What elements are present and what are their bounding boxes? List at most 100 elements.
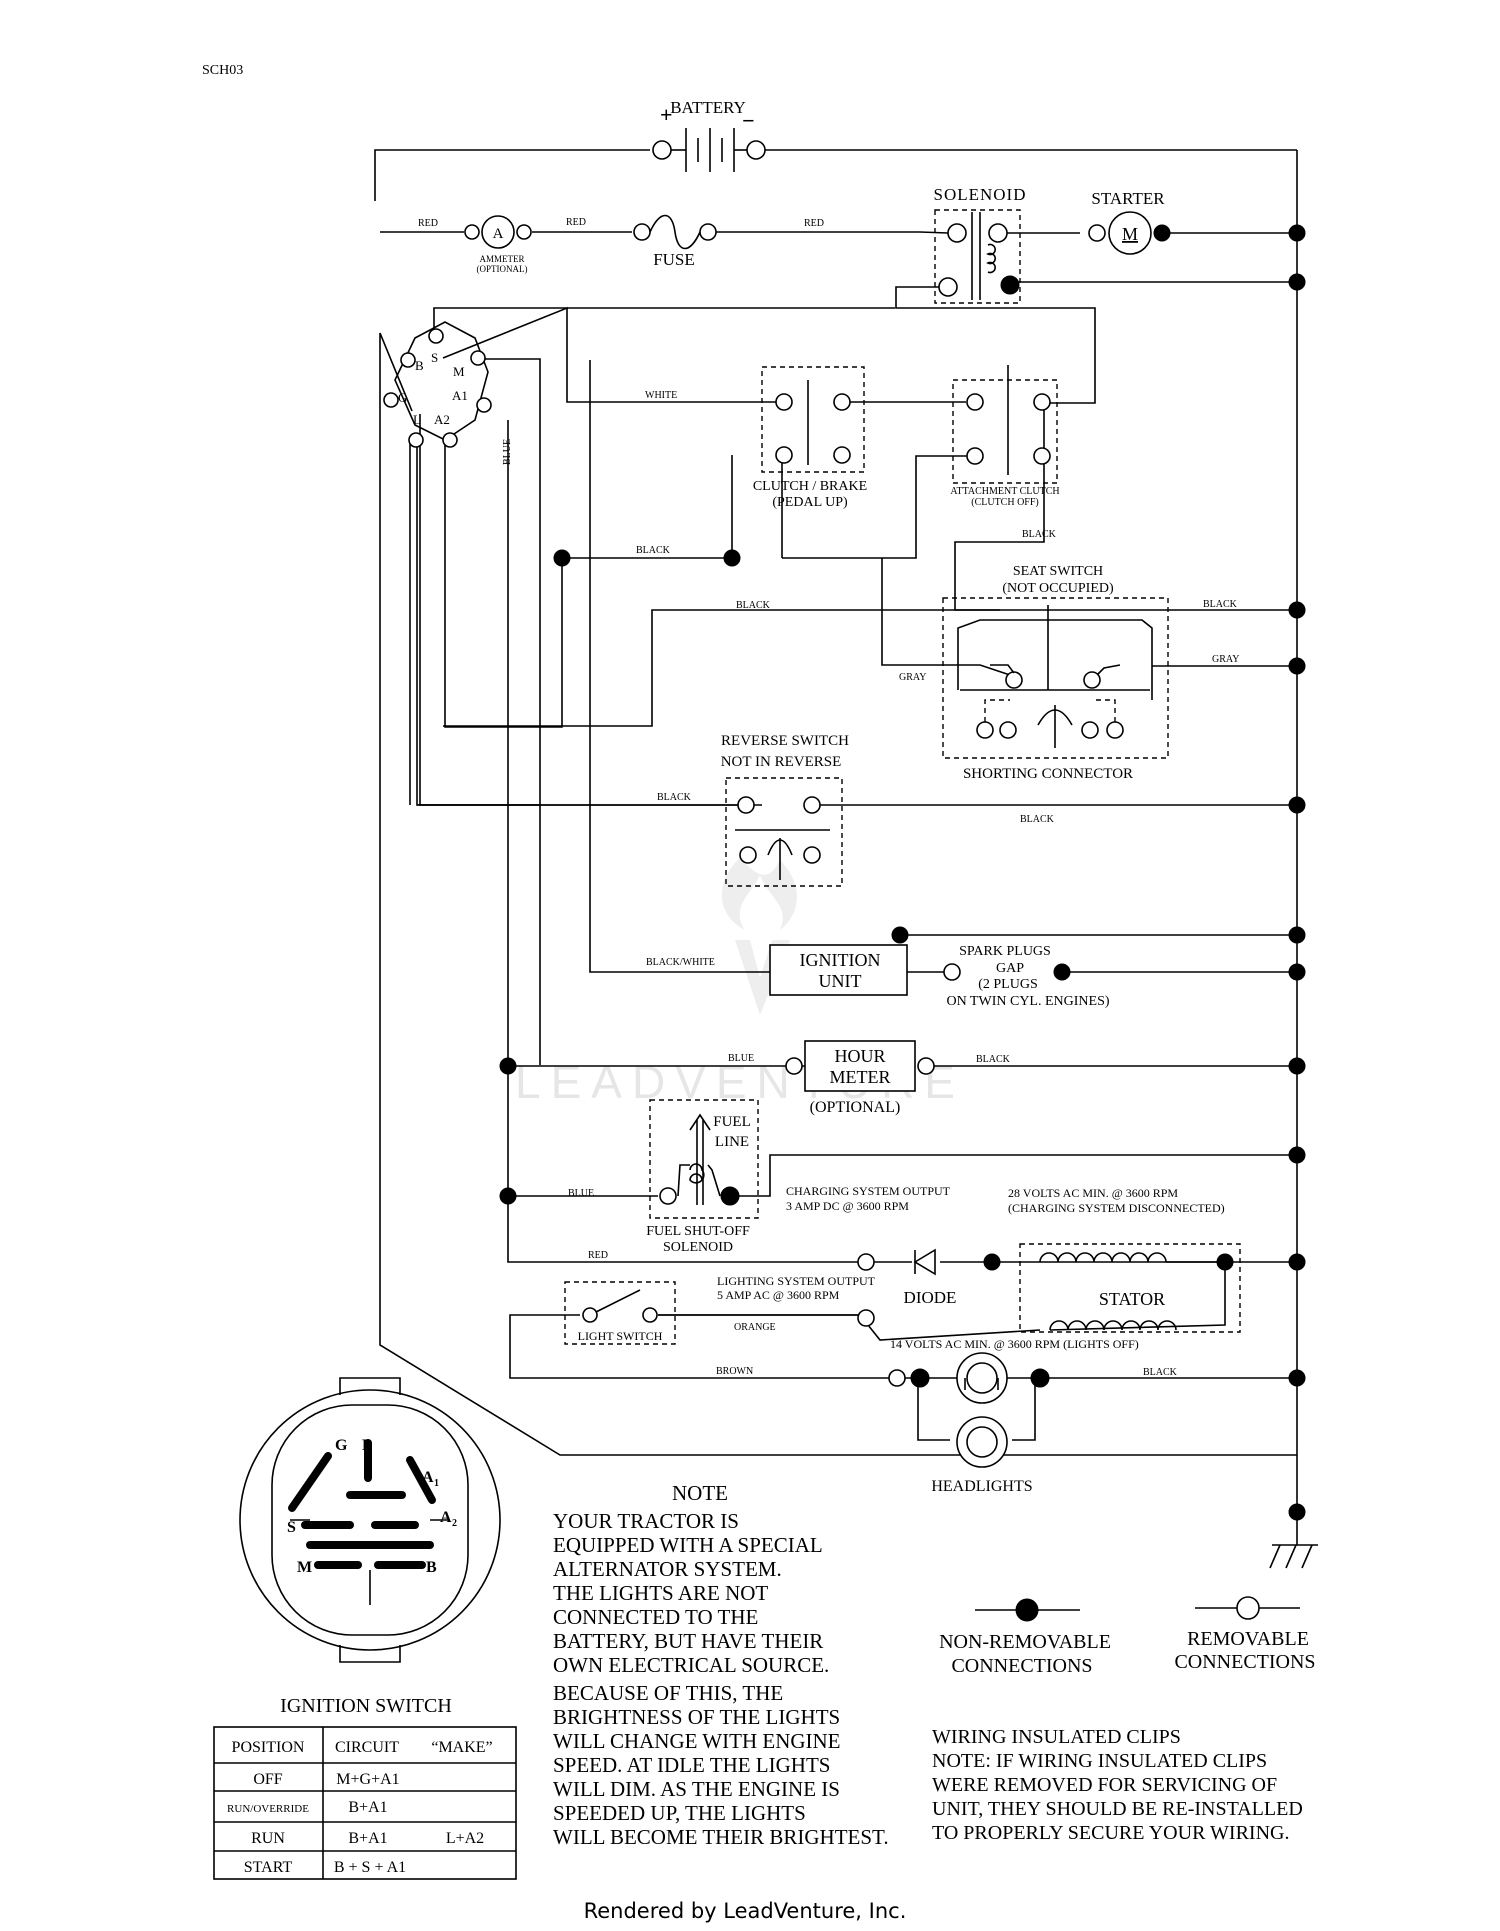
wire-label-black-8: BLACK [1143, 1367, 1178, 1378]
lighting-output-1: LIGHTING SYSTEM OUTPUT [717, 1274, 876, 1288]
ignition-switch-connector: B S M G A1 L A2 [383, 321, 492, 448]
reverse-switch: REVERSE SWITCH NOT IN REVERSE [721, 733, 849, 887]
legend-removable-1: REMOVABLE [1187, 1628, 1309, 1650]
terminal-a1: A1 [452, 388, 468, 403]
note-line: WILL DIM. AS THE ENGINE IS [553, 1777, 840, 1801]
fuse: FUSE [633, 214, 717, 269]
ignition-unit-label-2: UNIT [819, 971, 862, 991]
headlights-label: HEADLIGHTS [931, 1478, 1032, 1495]
battery-label: BATTERY [670, 98, 746, 117]
lighting-output-2: 5 AMP AC @ 3600 RPM [717, 1288, 840, 1302]
spark-plugs-label-4: ON TWIN CYL. ENGINES) [946, 994, 1109, 1009]
table-cell: OFF [253, 1771, 282, 1788]
fuel-solenoid-label-1: FUEL SHUT-OFF [646, 1224, 750, 1239]
legend-removable-2: CONNECTIONS [1174, 1651, 1315, 1673]
clips-note-line: NOTE: IF WIRING INSULATED CLIPS [932, 1750, 1267, 1772]
ammeter: A AMMETER (OPTIONAL) [464, 215, 532, 274]
ground-icon [1269, 1512, 1318, 1569]
wire-label-black-4: BLACK [1203, 599, 1238, 610]
terminal-a2: A2 [434, 412, 450, 427]
fuel-shutoff-solenoid: FUEL LINE FUEL SHUT-OFF SOLENOID [646, 1099, 759, 1255]
note-line: CONNECTED TO THE [553, 1605, 758, 1629]
battery: + − BATTERY [652, 98, 766, 172]
terminal-g: G [398, 390, 407, 405]
wire-label-black-5: BLACK [657, 792, 692, 803]
note-line: SPEEDED UP, THE LIGHTS [553, 1801, 806, 1825]
table-cell: RUN [251, 1830, 285, 1847]
wire-label-brown: BROWN [716, 1366, 753, 1377]
note-line: WILL CHANGE WITH ENGINE [553, 1729, 841, 1753]
hour-meter-optional: (OPTIONAL) [810, 1099, 901, 1116]
face-b: B [426, 1559, 437, 1576]
hour-meter-label-1: HOUR [834, 1046, 885, 1066]
face-g: G [335, 1437, 348, 1454]
note-line: BATTERY, BUT HAVE THEIR [553, 1629, 823, 1653]
wire-label-orange: ORANGE [734, 1322, 776, 1333]
starter-mark: M [1122, 224, 1138, 244]
light-switch-label: LIGHT SWITCH [578, 1329, 663, 1343]
table-header-circuit: CIRCUIT [335, 1739, 399, 1756]
table-cell: B+A1 [348, 1799, 387, 1816]
starter-label: STARTER [1091, 189, 1165, 208]
note-line: BECAUSE OF THIS, THE [553, 1681, 783, 1705]
volts28-2: (CHARGING SYSTEM DISCONNECTED) [1008, 1201, 1225, 1215]
face-a2: A [440, 1509, 452, 1526]
light-switch: LIGHT SWITCH 14 VOLTS AC MIN. @ 3600 RPM… [564, 1281, 1139, 1351]
wire-label-gray-1: GRAY [899, 672, 926, 683]
diode-label: DIODE [904, 1288, 957, 1307]
table-cell: RUN/OVERRIDE [227, 1803, 309, 1815]
spark-plugs-label-1: SPARK PLUGS [959, 944, 1051, 959]
terminal-s: S [431, 350, 438, 365]
watermark-flame-icon [721, 858, 797, 930]
fuse-label: FUSE [653, 250, 695, 269]
wire-label-black-3: BLACK [736, 600, 771, 611]
hour-meter: HOUR METER (OPTIONAL) [785, 1040, 935, 1116]
table-cell: B + S + A1 [334, 1859, 406, 1876]
wire-label-black-1: BLACK [636, 545, 671, 556]
solenoid-label: SOLENOID [934, 185, 1027, 204]
fuel-label-2: LINE [715, 1134, 749, 1150]
stator: STATOR [1019, 1243, 1241, 1333]
clips-note-line: UNIT, THEY SHOULD BE RE-INSTALLED [932, 1798, 1303, 1820]
note-line: THE LIGHTS ARE NOT [553, 1581, 768, 1605]
shorting-connector-label: SHORTING CONNECTOR [963, 766, 1133, 782]
diode: DIODE CHARGING SYSTEM OUTPUT 3 AMP DC @ … [717, 1184, 1225, 1307]
note-line: SPEED. AT IDLE THE LIGHTS [553, 1753, 830, 1777]
face-s: S [287, 1519, 296, 1536]
clips-note-line: WERE REMOVED FOR SERVICING OF [932, 1774, 1277, 1796]
wire-labels: RED RED RED WHITE BLUE BLACK BLACK BLACK… [418, 217, 1239, 1378]
clutch-brake-sub: (PEDAL UP) [772, 495, 848, 510]
attachment-clutch-sub: (CLUTCH OFF) [971, 497, 1039, 508]
legend-non-removable-1: NON-REMOVABLE [939, 1631, 1111, 1653]
terminal-l: L [413, 412, 421, 427]
volts14-label: 14 VOLTS AC MIN. @ 3600 RPM (LIGHTS OFF) [890, 1337, 1139, 1351]
volts28-1: 28 VOLTS AC MIN. @ 3600 RPM [1008, 1186, 1178, 1200]
stator-label: STATOR [1099, 1289, 1165, 1309]
wire-label-blue-2: BLUE [568, 1188, 594, 1199]
clutch-brake-label: CLUTCH / BRAKE [753, 479, 867, 494]
face-a1-sub: 1 [434, 1478, 439, 1489]
face-l: L [362, 1437, 373, 1454]
wire-label-red-4: RED [588, 1250, 608, 1261]
table-cell: M+G+A1 [336, 1771, 399, 1788]
clips-note-line: TO PROPERLY SECURE YOUR WIRING. [932, 1822, 1289, 1844]
terminal-b: B [415, 358, 424, 373]
wire-label-black-7: BLACK [976, 1054, 1011, 1065]
table-header-position: POSITION [232, 1739, 305, 1756]
battery-plus-icon: + [660, 102, 673, 127]
ammeter-mark: A [493, 226, 504, 242]
note-line: BRIGHTNESS OF THE LIGHTS [553, 1705, 840, 1729]
clips-note: WIRING INSULATED CLIPS NOTE: IF WIRING I… [932, 1726, 1303, 1844]
seat-switch: SEAT SWITCH (NOT OCCUPIED) SHORTING CONN… [942, 564, 1169, 782]
battery-minus-icon: − [742, 108, 755, 133]
alternator-note: NOTE YOUR TRACTOR IS EQUIPPED WITH A SPE… [553, 1481, 889, 1849]
note-line: EQUIPPED WITH A SPECIAL [553, 1533, 823, 1557]
wire-label-blue-1: BLUE [728, 1053, 754, 1064]
note-line: WILL BECOME THEIR BRIGHTEST. [553, 1825, 889, 1849]
table-header-make: “MAKE” [431, 1739, 492, 1756]
ignition-unit: IGNITION UNIT SPARK PLUGS GAP (2 PLUGS O… [769, 944, 1110, 1009]
wires [374, 149, 1298, 1512]
wire-label-red-3: RED [804, 218, 824, 229]
spark-plugs-label-3: (2 PLUGS [978, 977, 1038, 992]
